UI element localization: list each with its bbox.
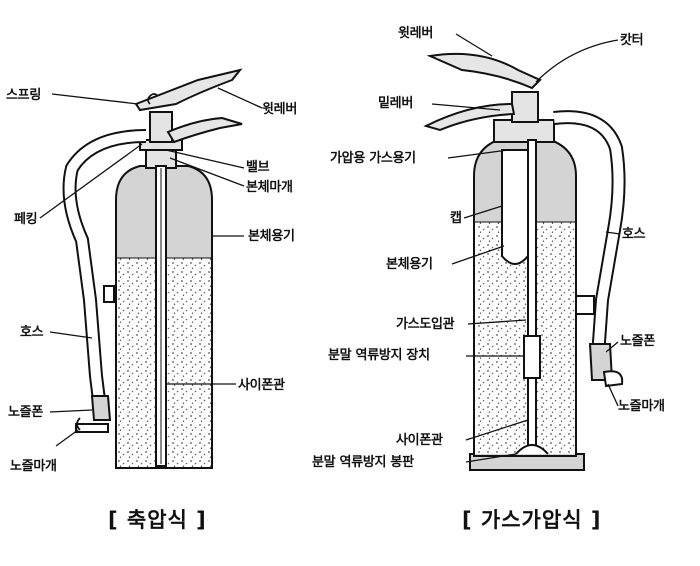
- label-cap: 캡: [450, 211, 462, 226]
- label-backflow-seal: 분말 역류방지 봉판: [312, 455, 414, 470]
- label-nozzle-left: 노즐폰: [8, 405, 43, 420]
- label-body-container-right: 본체용기: [386, 257, 433, 272]
- label-packing: 페킹: [14, 212, 38, 227]
- left-nozzle: [90, 395, 112, 421]
- label-upper-lever-left: 윗레버: [262, 102, 297, 117]
- label-lower-lever: 밑레버: [378, 96, 413, 111]
- caption-stored-pressure: [ 축압식 ]: [108, 508, 207, 532]
- left-leader-lines: [39, 87, 263, 447]
- label-spring: 스프링: [6, 88, 41, 103]
- label-gas-inlet-tube: 가스도입관: [396, 317, 455, 332]
- right-siphon-tube: [527, 377, 537, 453]
- stored-pressure-extinguisher: [62, 68, 243, 469]
- gas-pressurized-extinguisher: [423, 52, 626, 471]
- label-nozzle-cap-right: 노즐마개: [618, 399, 665, 414]
- gas-cartridge: [501, 149, 529, 265]
- label-siphon-tube-left: 사이폰관: [238, 378, 285, 393]
- gas-inlet-tube: [527, 139, 537, 353]
- label-valve: 밸브: [246, 160, 270, 175]
- label-siphon-tube-right: 사이폰관: [396, 433, 443, 448]
- label-hose-left: 호스: [20, 325, 44, 340]
- label-gas-container: 가압용 가스용기: [330, 151, 416, 166]
- right-nozzle-cap: [602, 370, 624, 388]
- left-nozzle-cap: [75, 423, 109, 433]
- left-lower-lever: [166, 116, 243, 144]
- right-upper-lever: [426, 52, 542, 90]
- label-backflow-device: 분말 역류방지 장치: [328, 348, 430, 363]
- label-nozzle-right: 노즐폰: [620, 334, 655, 349]
- label-hose-right: 호스: [622, 227, 646, 242]
- label-body-container-left: 본체용기: [248, 229, 295, 244]
- backflow-device: [523, 335, 541, 379]
- right-lower-lever: [423, 102, 516, 132]
- right-leader-lines: [431, 33, 621, 463]
- label-upper-lever-right: 윗레버: [398, 26, 433, 41]
- left-upper-lever: [134, 68, 243, 112]
- label-cutter: 캇터: [620, 33, 644, 48]
- label-body-cap: 본체마개: [246, 180, 293, 195]
- label-nozzle-cap-left: 노즐마개: [10, 459, 57, 474]
- caption-gas-pressurized: [ 가스가압식 ]: [462, 508, 602, 532]
